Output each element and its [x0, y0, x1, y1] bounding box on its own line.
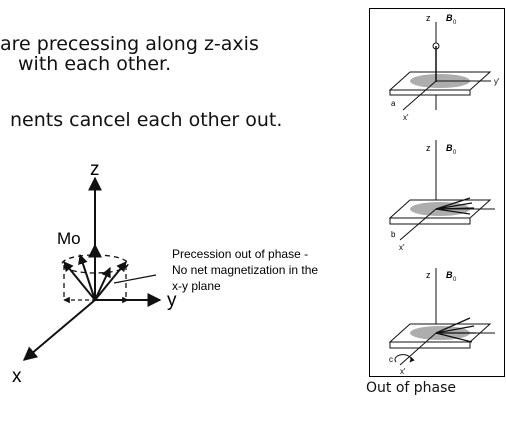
m-label: Mo — [57, 229, 81, 248]
note-line-3: x-y plane — [172, 279, 221, 293]
panel-a-z-label: z — [426, 13, 431, 23]
cone-vector-right — [94, 267, 111, 301]
panel-a-y-label: y' — [494, 77, 500, 86]
body-text-line-1: are precessing along z-axis — [0, 33, 259, 55]
panel-a — [388, 22, 492, 111]
panel-a-b-subscript: 0 — [453, 20, 457, 26]
cone-vector-mid — [78, 254, 96, 301]
panel-b — [388, 140, 495, 241]
panel-b-z-label: z — [426, 143, 431, 153]
panel-c-letter: c — [389, 355, 393, 364]
body-text-line-3: nents cancel each other out. — [10, 109, 283, 131]
panel-c-z-label: z — [426, 270, 431, 280]
body-text-line-2: with each other. — [18, 53, 172, 75]
panel-a-b-label: B — [446, 13, 453, 23]
panel-a-x-label: x' — [403, 113, 409, 122]
out-of-phase-caption: Out of phase — [366, 380, 457, 396]
panel-a-letter: a — [391, 99, 396, 108]
panel-c-b-subscript: 0 — [453, 277, 457, 283]
note-line-1: Precession out of phase - — [172, 247, 308, 261]
panel-c — [388, 268, 495, 366]
panel-b-b-subscript: 0 — [453, 150, 457, 156]
panel-b-b-label: B — [446, 143, 453, 153]
precession-ellipse — [61, 254, 129, 274]
x-axis — [22, 299, 96, 361]
y-axis-label: y — [167, 290, 177, 311]
x-axis-label: x — [12, 366, 22, 387]
cone-vector-left — [63, 261, 96, 301]
annotation-pointer — [113, 274, 157, 284]
panel-c-b-label: B — [446, 270, 453, 280]
note-line-2: No net magnetization in the — [172, 263, 318, 277]
panel-b-letter: b — [391, 230, 396, 239]
side-panel-frame — [369, 8, 505, 377]
panel-c-x-label: x' — [400, 367, 406, 376]
panel-b-x-label: x' — [399, 243, 405, 252]
cone-vector-far-right — [94, 261, 127, 301]
z-axis-label: z — [90, 159, 100, 180]
